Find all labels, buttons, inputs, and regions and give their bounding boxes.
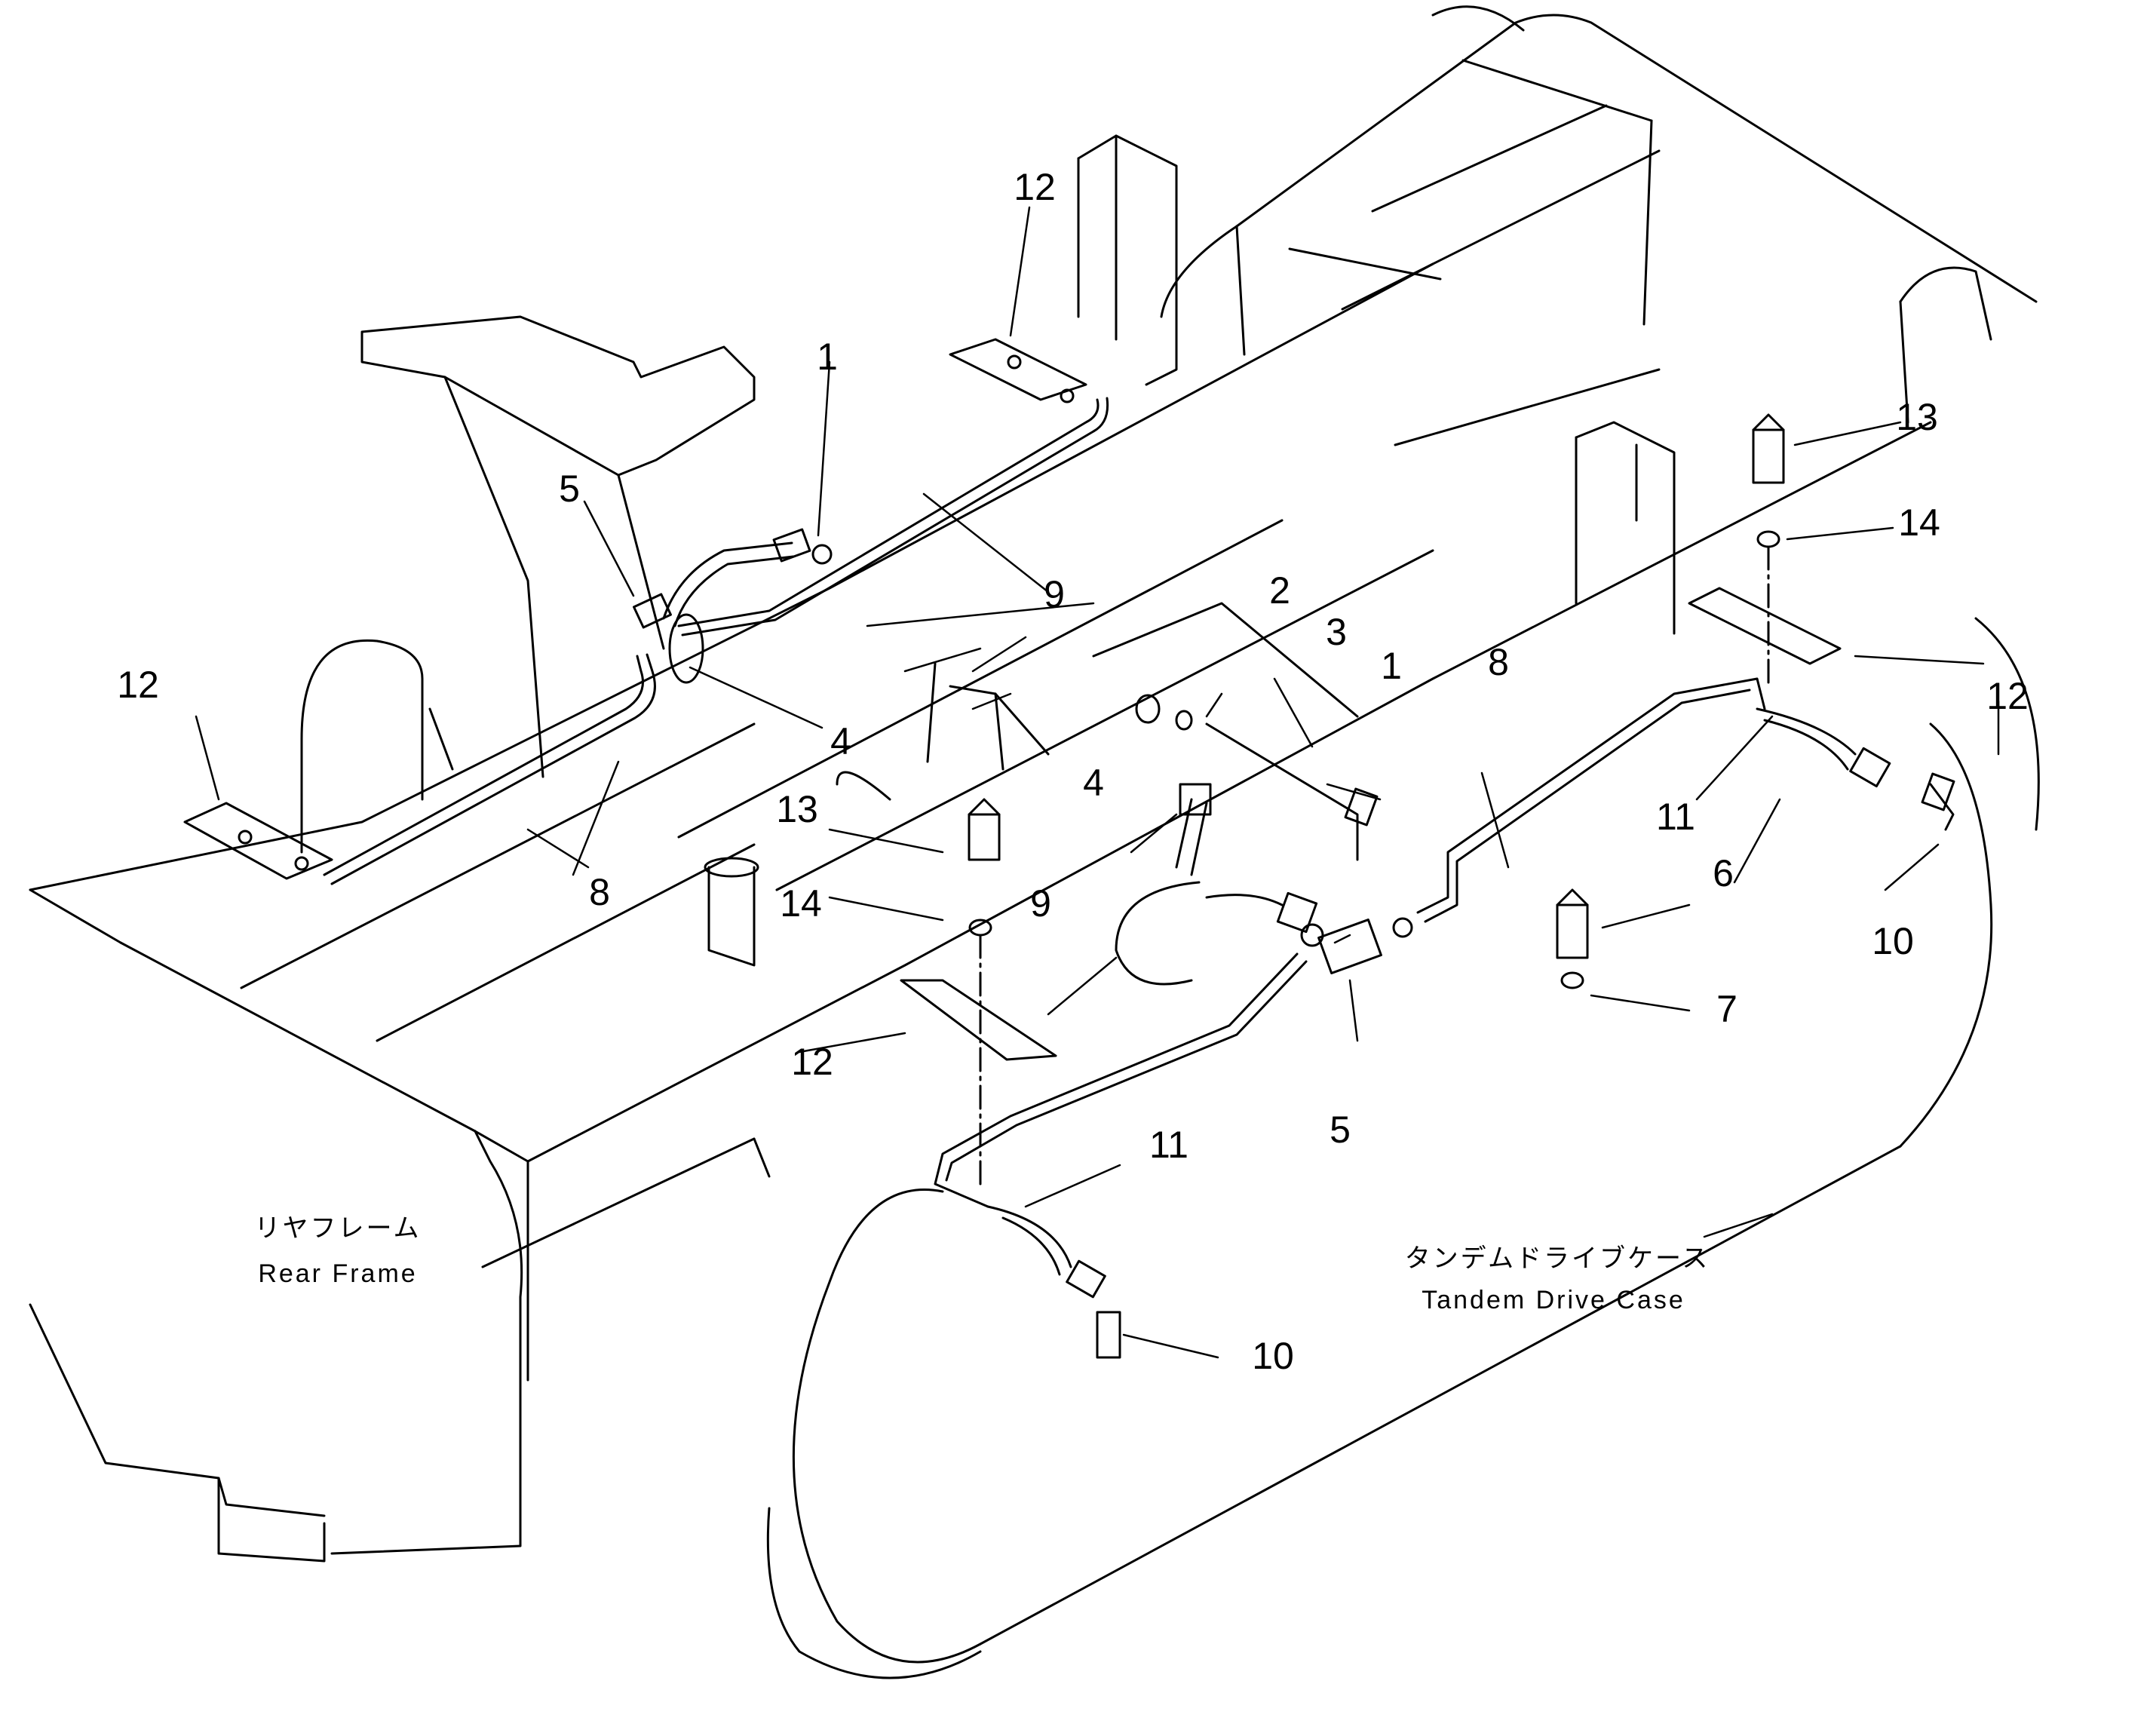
callout-11: 11 <box>1656 796 1695 838</box>
callout-5: 5 <box>559 468 580 510</box>
callout-2: 2 <box>1269 569 1290 612</box>
callout-12: 12 <box>791 1041 833 1083</box>
upright-brackets <box>300 134 1992 967</box>
callout-12: 12 <box>117 664 159 706</box>
callout-12: 12 <box>1014 166 1056 208</box>
callout-9: 9 <box>1044 573 1065 615</box>
rear-frame-label-ja: リヤフレーム <box>255 1214 422 1243</box>
leader-lines <box>195 206 2000 1359</box>
rear-frame <box>29 262 1932 1563</box>
captions: リヤフレーム Rear Frame タンデムドライブケース Tandem Dri… <box>255 1214 1710 1314</box>
rear-frame-label-en: Rear Frame <box>258 1259 417 1288</box>
callout-numbers: 12 1 5 9 4 8 13 14 9 12 11 10 2 3 1 4 8 … <box>117 166 2029 1377</box>
tandem-drive-case-label-ja: タンデムドライブケース <box>1405 1244 1710 1273</box>
lower-grease-lines <box>900 413 1955 1359</box>
callout-1: 1 <box>1381 645 1402 687</box>
callout-1: 1 <box>817 336 838 378</box>
callout-10: 10 <box>1872 920 1914 962</box>
upper-grease-line <box>183 338 1109 885</box>
callout-5: 5 <box>1330 1109 1351 1151</box>
callout-9: 9 <box>1030 882 1051 925</box>
tandem-drive-case <box>766 617 2040 1679</box>
callout-8: 8 <box>589 871 610 913</box>
callout-6: 6 <box>1713 852 1734 894</box>
callout-13: 13 <box>1896 396 1938 438</box>
callout-14: 14 <box>780 882 822 925</box>
callout-12: 12 <box>1986 675 2029 717</box>
callout-3: 3 <box>1326 611 1347 653</box>
callout-4: 4 <box>1083 762 1104 804</box>
cross-member <box>1160 5 2038 446</box>
callout-10: 10 <box>1252 1335 1294 1377</box>
callout-13: 13 <box>776 788 818 830</box>
callout-7: 7 <box>1716 988 1737 1030</box>
tandem-drive-case-label-en: Tandem Drive Case <box>1422 1286 1685 1314</box>
callout-14: 14 <box>1898 501 1940 544</box>
callout-11: 11 <box>1149 1124 1188 1166</box>
callout-8: 8 <box>1488 641 1509 683</box>
callout-4: 4 <box>830 720 851 762</box>
